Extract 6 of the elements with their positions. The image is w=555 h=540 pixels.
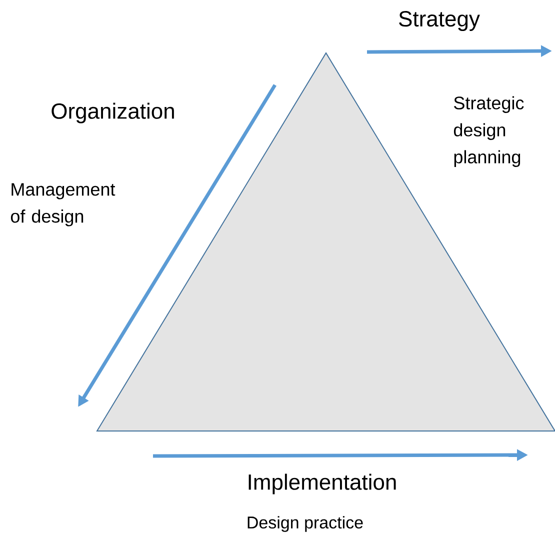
axis-description: Strategic design planning bbox=[454, 96, 524, 167]
axis-title: Organization bbox=[52, 102, 174, 124]
axis-description: Design practice bbox=[248, 516, 363, 532]
axis-title: Strategy bbox=[399, 11, 480, 31]
axis-title: Implementation bbox=[248, 474, 396, 494]
axis-description: Management of design bbox=[10, 183, 116, 226]
